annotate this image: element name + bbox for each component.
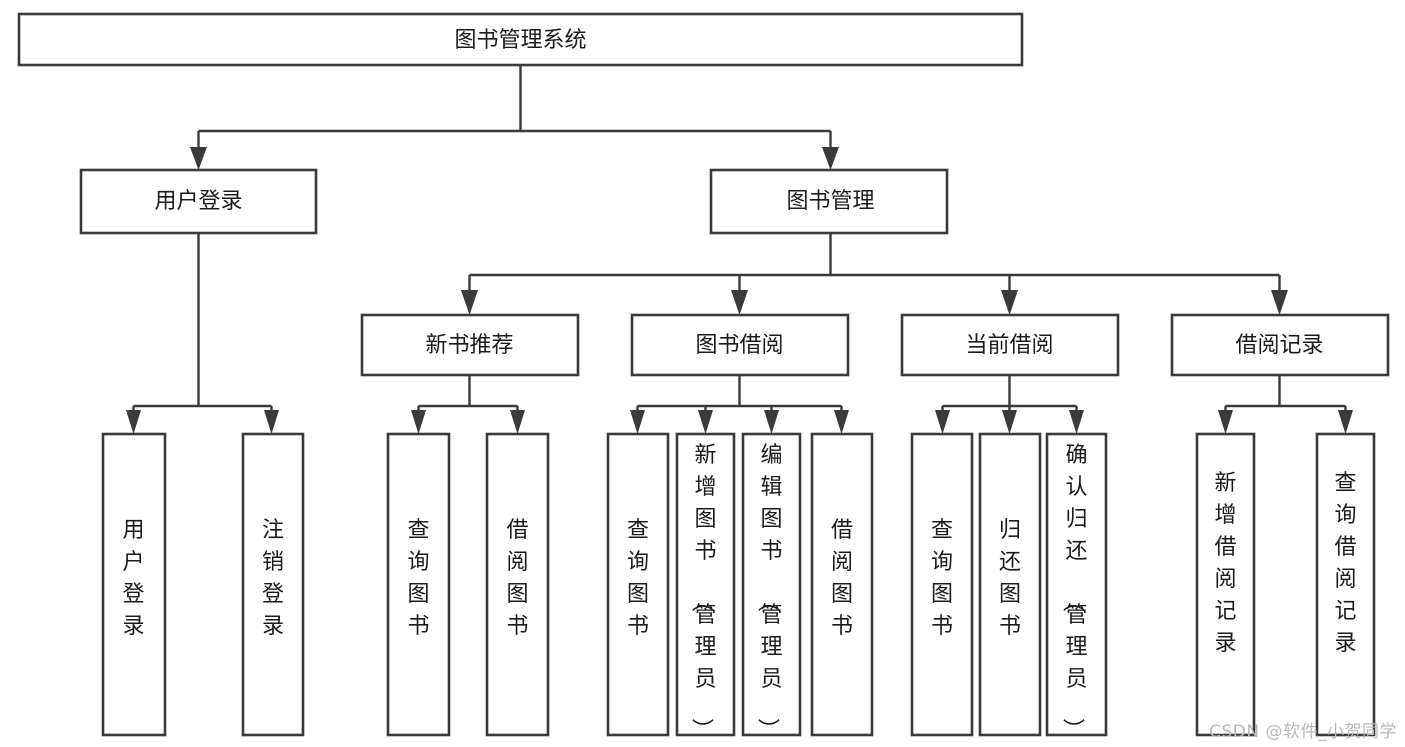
leaf-borrow-book-b-box[interactable] <box>810 432 874 737</box>
arrowhead-leaf-edit-book <box>764 410 779 434</box>
node-current-borrow-label: 当前借阅 <box>965 333 1053 358</box>
leaf-edit-book-box[interactable] <box>741 432 802 737</box>
leaf-confirm-return-label: 确认归还（管理员） <box>1059 443 1087 740</box>
leaf-query-book-c-box[interactable] <box>910 432 974 737</box>
node-user-login[interactable]: 用户登录 <box>79 168 318 235</box>
connector-group-user-login <box>126 233 279 434</box>
leaf-user-login-label: 用户登录 <box>122 518 144 639</box>
arrowhead-leaf-query-book-b <box>630 410 645 434</box>
leaf-query-book-c[interactable]: 查询图书 <box>910 432 974 737</box>
node-book-management[interactable]: 图书管理 <box>709 168 949 235</box>
leaf-add-book[interactable]: 新增图书（管理员） <box>675 432 736 740</box>
node-book-management-box[interactable] <box>709 168 949 235</box>
node-borrow-record-box[interactable] <box>1170 313 1390 377</box>
arrowhead-leaf-return-book <box>1002 410 1017 434</box>
leaf-add-record-label: 新增借阅记录 <box>1214 471 1236 656</box>
leaf-edit-book-label: 编辑图书（管理员） <box>754 443 782 740</box>
arrowhead-leaf-borrow-book-a <box>510 410 525 434</box>
node-root[interactable]: 图书管理系统 <box>17 12 1024 67</box>
node-new-book-recommend-label: 新书推荐 <box>425 333 513 358</box>
arrowhead-leaf-query-book-c <box>935 410 950 434</box>
leaf-logout-box[interactable] <box>241 432 305 737</box>
leaf-add-record[interactable]: 新增借阅记录 <box>1195 432 1256 737</box>
leaf-confirm-return-box[interactable] <box>1045 432 1108 737</box>
node-book-borrow-label: 图书借阅 <box>695 333 783 358</box>
leaf-query-book-b-label: 查询图书 <box>627 518 649 639</box>
leaf-logout[interactable]: 注销登录 <box>241 432 305 737</box>
leaf-add-book-box[interactable] <box>675 432 736 737</box>
leaf-user-login[interactable]: 用户登录 <box>101 432 167 737</box>
leaf-borrow-book-b-label: 借阅图书 <box>831 518 853 639</box>
leaf-logout-label: 注销登录 <box>262 518 284 639</box>
node-root-label: 图书管理系统 <box>454 28 586 53</box>
arrowhead-borrow-record <box>1271 290 1288 315</box>
node-current-borrow-box[interactable] <box>900 313 1120 377</box>
leaf-return-book-label: 归还图书 <box>999 518 1021 639</box>
leaf-add-book-label: 新增图书（管理员） <box>688 443 716 740</box>
node-new-book-recommend-box[interactable] <box>360 313 580 377</box>
node-borrow-record-label: 借阅记录 <box>1235 333 1323 358</box>
leaf-confirm-return[interactable]: 确认归还（管理员） <box>1045 432 1108 740</box>
arrowhead-leaf-logout <box>264 410 279 434</box>
arrowhead-current-borrow <box>1001 290 1018 315</box>
arrowhead-leaf-borrow-book-b <box>834 410 849 434</box>
node-current-borrow[interactable]: 当前借阅 <box>900 313 1120 377</box>
arrowhead-new-book-rec <box>461 290 478 315</box>
leaf-query-book-a[interactable]: 查询图书 <box>386 432 451 737</box>
arrowhead-leaf-query-book-a <box>411 410 426 434</box>
node-book-management-label: 图书管理 <box>786 189 874 214</box>
node-user-login-box[interactable] <box>79 168 318 235</box>
connector-group-root <box>190 65 839 170</box>
arrowhead-book-borrow <box>731 290 748 315</box>
leaf-borrow-book-a-box[interactable] <box>485 432 550 737</box>
leaf-borrow-book-a-label: 借阅图书 <box>506 518 528 639</box>
connector-group-current-borrow <box>935 375 1084 434</box>
leaf-add-record-box[interactable] <box>1195 432 1256 737</box>
leaf-query-book-a-box[interactable] <box>386 432 451 737</box>
node-book-borrow[interactable]: 图书借阅 <box>630 313 850 377</box>
arrowhead-leaf-confirm-return <box>1069 410 1084 434</box>
connector-group-book-borrow <box>630 375 849 434</box>
leaf-query-book-b[interactable]: 查询图书 <box>606 432 670 737</box>
leaf-query-book-a-label: 查询图书 <box>407 518 429 639</box>
leaf-borrow-book-a[interactable]: 借阅图书 <box>485 432 550 737</box>
node-root-box[interactable] <box>17 12 1024 67</box>
leaf-user-login-box[interactable] <box>101 432 167 737</box>
connector-group-book-mgmt <box>461 233 1288 315</box>
leaf-query-record[interactable]: 查询借阅记录 <box>1315 432 1376 737</box>
leaf-edit-book[interactable]: 编辑图书（管理员） <box>741 432 802 740</box>
arrowhead-user-login <box>190 147 207 170</box>
leaf-return-book-box[interactable] <box>978 432 1042 737</box>
arrowhead-leaf-query-record <box>1338 410 1353 434</box>
arrowhead-book-mgmt <box>822 147 839 170</box>
node-user-login-label: 用户登录 <box>154 189 242 214</box>
leaf-query-record-box[interactable] <box>1315 432 1376 737</box>
leaf-query-book-b-box[interactable] <box>606 432 670 737</box>
leaf-query-record-label: 查询借阅记录 <box>1334 471 1356 656</box>
node-new-book-recommend[interactable]: 新书推荐 <box>360 313 580 377</box>
arrowhead-leaf-add-record <box>1218 410 1233 434</box>
arrowhead-leaf-user-login <box>126 410 141 434</box>
leaf-query-book-c-label: 查询图书 <box>931 518 953 639</box>
node-book-borrow-box[interactable] <box>630 313 850 377</box>
arrowhead-leaf-add-book <box>698 410 713 434</box>
node-borrow-record[interactable]: 借阅记录 <box>1170 313 1390 377</box>
connector-group-borrow-record <box>1218 375 1353 434</box>
leaf-borrow-book-b[interactable]: 借阅图书 <box>810 432 874 737</box>
connector-group-new-book-rec <box>411 375 525 434</box>
leaf-return-book[interactable]: 归还图书 <box>978 432 1042 737</box>
